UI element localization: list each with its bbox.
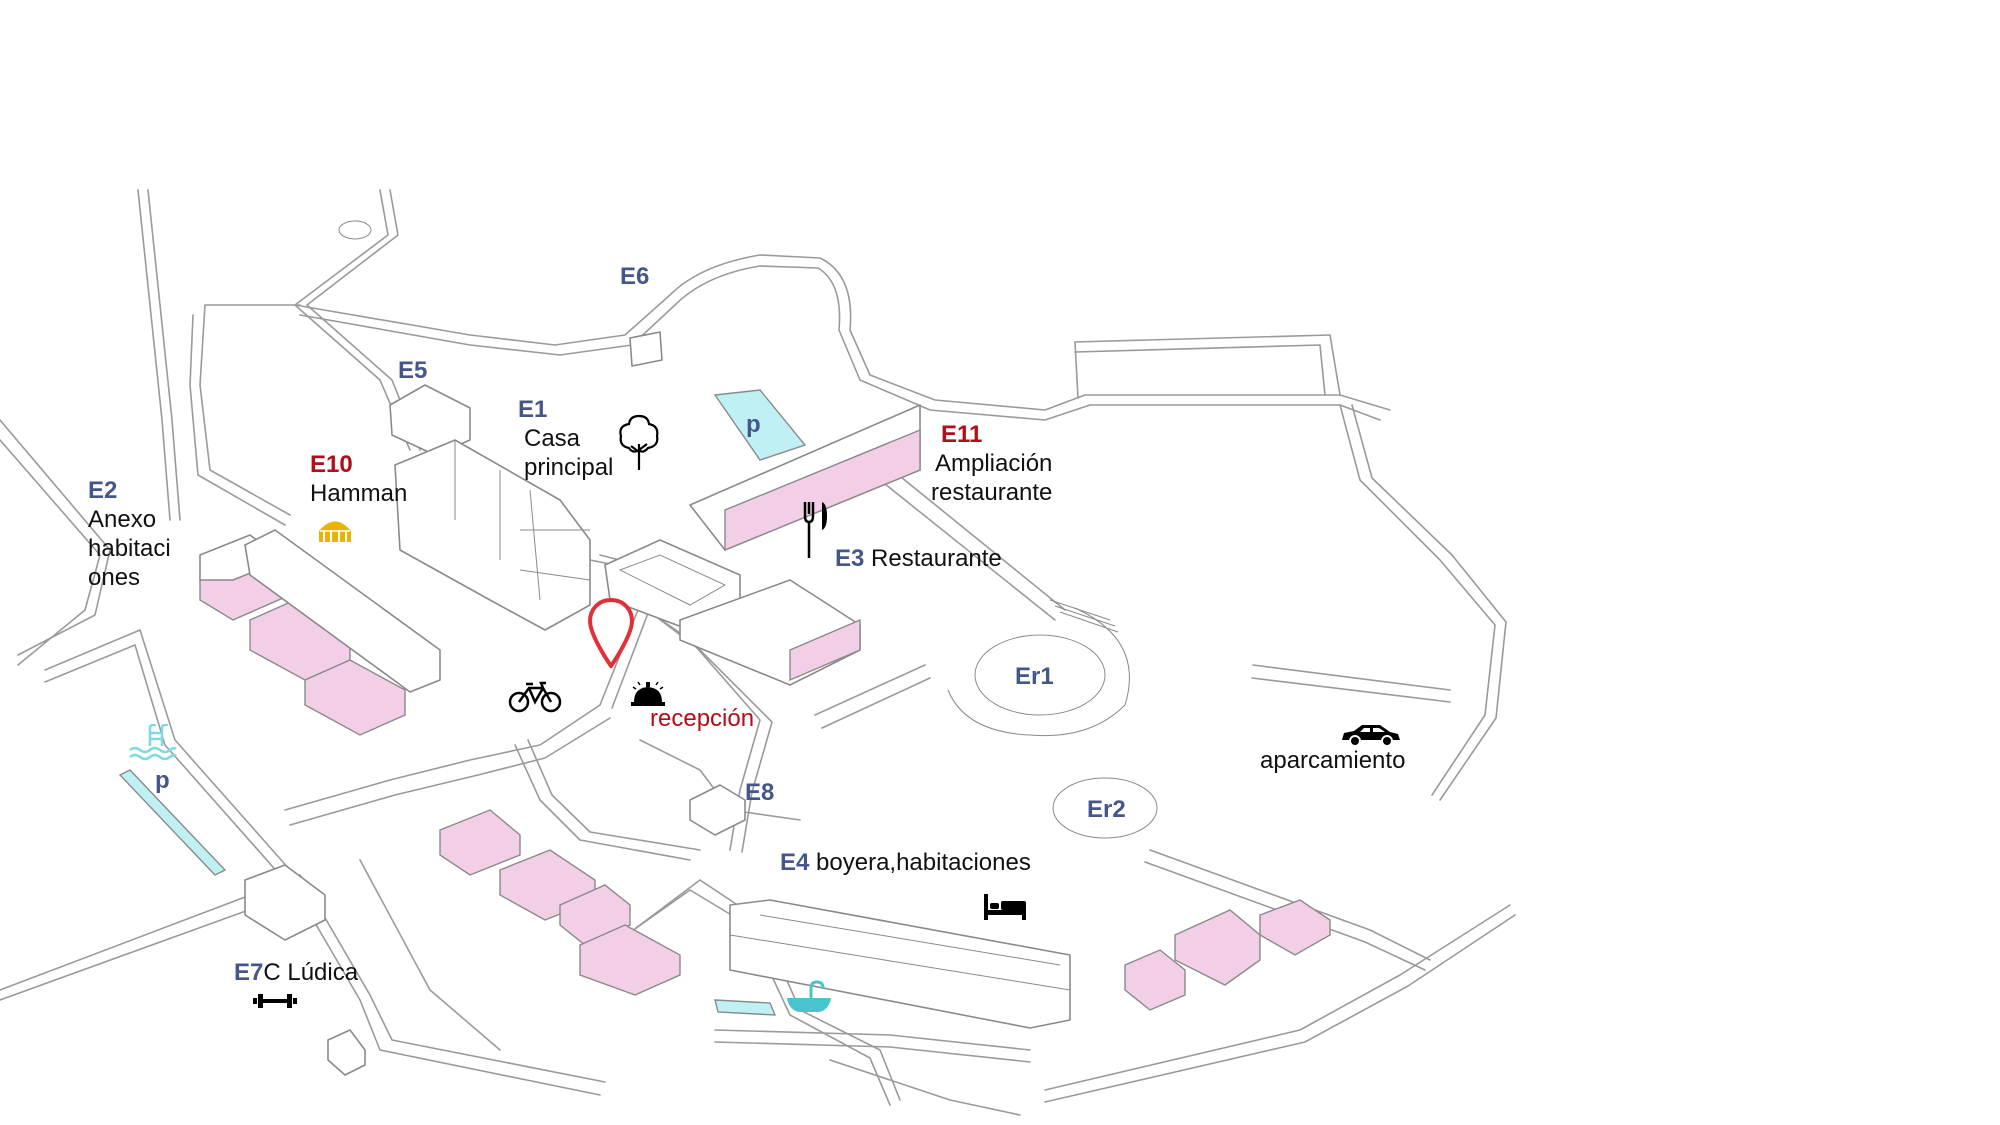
e4-text: boyera,habitaciones (816, 849, 1031, 876)
label-e5: E5 (398, 356, 427, 385)
label-pool-top: p (746, 410, 761, 439)
spa-bath-icon (787, 980, 831, 1012)
e11-line-1: Ampliación (935, 450, 1053, 477)
code-e5: E5 (398, 357, 428, 384)
code-er1: Er1 (1015, 663, 1054, 690)
code-e10: E10 (310, 451, 353, 478)
code-e7: E7 (234, 959, 264, 986)
road-network (0, 189, 1516, 1116)
e1-line-1: Casa (524, 425, 581, 452)
roundabout-er1-ring (947, 607, 1130, 737)
roundabout-er1 (974, 634, 1106, 716)
e3-text: Restaurante (871, 545, 1002, 572)
bed-icon (984, 894, 1026, 920)
code-e2: E2 (88, 477, 118, 504)
label-er2: Er2 (1087, 795, 1126, 824)
e2-line-3: ones (88, 564, 141, 591)
buildings (118, 331, 1331, 1076)
label-e8: E8 (745, 778, 774, 807)
label-recepcion: recepción (650, 705, 755, 732)
pool-top-text: p (746, 411, 761, 438)
label-e6: E6 (620, 262, 649, 291)
bicycle-icon (508, 681, 562, 713)
car-icon (1342, 725, 1400, 747)
label-e4: E4 boyera,habitaciones (780, 848, 1031, 877)
fork-knife-icon (803, 502, 827, 558)
code-e8: E8 (745, 779, 775, 806)
label-e2: E2 Anexo habitaci ones (88, 476, 171, 592)
roundabout-er2 (1052, 777, 1158, 839)
label-e1: E1 Casa principal (518, 395, 613, 482)
code-er2: Er2 (1087, 796, 1126, 823)
swimming-pool-icon (129, 724, 177, 761)
map-pin-icon[interactable] (588, 598, 634, 668)
label-e7: E7C Lúdica (234, 958, 358, 987)
code-e3: E3 (835, 545, 865, 572)
hamman-dome-icon (319, 521, 351, 542)
label-er1: Er1 (1015, 662, 1054, 691)
code-e6: E6 (620, 263, 650, 290)
label-e11: E11 Ampliación restaurante (931, 420, 1053, 507)
e7-text: C Lúdica (263, 959, 359, 986)
label-aparcamiento: aparcamiento (1260, 747, 1406, 774)
code-e1: E1 (518, 396, 548, 423)
e1-line-2: principal (524, 454, 614, 481)
label-pool-left: p (155, 766, 170, 795)
pool-left-text: p (155, 767, 170, 794)
e11-line-2: restaurante (931, 479, 1053, 506)
label-e3: E3 Restaurante (835, 544, 1002, 573)
code-e11: E11 (941, 421, 983, 448)
dumbbell-icon (253, 994, 297, 1008)
tree-icon (619, 414, 659, 470)
label-e10: E10 Hamman (310, 450, 407, 508)
e2-line-2: habitaci (88, 535, 171, 562)
e2-line-1: Anexo (88, 506, 157, 533)
e10-text: Hamman (310, 480, 408, 507)
code-e4: E4 (780, 849, 810, 876)
reception-bell-icon (631, 681, 665, 706)
